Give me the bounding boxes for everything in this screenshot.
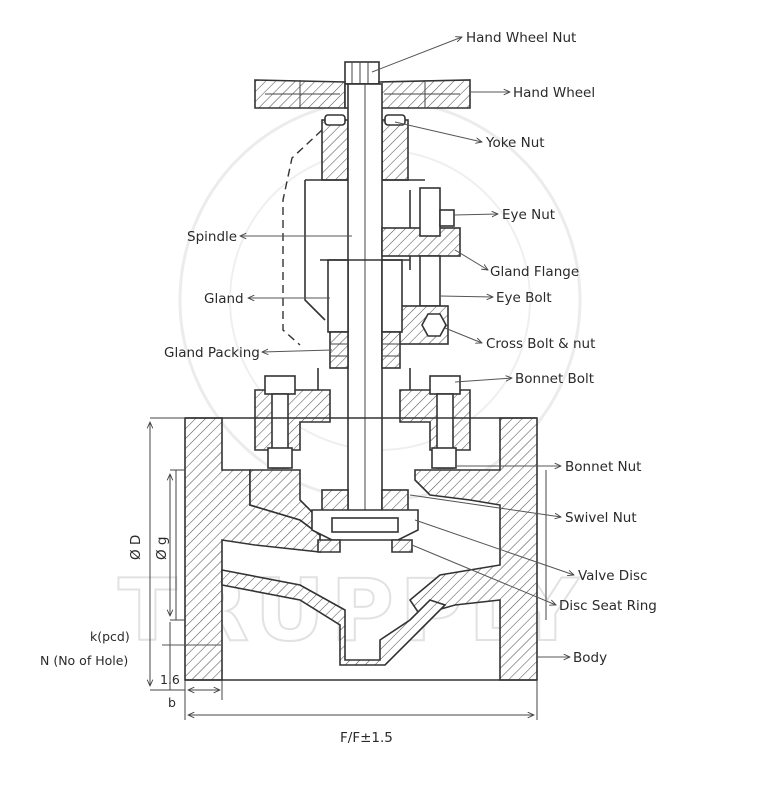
label-valve-disc: Valve Disc — [578, 568, 647, 584]
gland-flange — [381, 187, 461, 257]
label-eye-bolt: Eye Bolt — [496, 290, 552, 306]
dim-og: Ø g — [154, 537, 170, 561]
gland — [320, 259, 410, 333]
dim-n-holes: N (No of Hole) — [40, 653, 128, 668]
leader-lines — [162, 37, 574, 657]
dim-od: Ø D — [128, 535, 144, 560]
disc-seat-ring — [317, 539, 413, 553]
label-body: Body — [573, 650, 607, 666]
label-hand-wheel-nut: Hand Wheel Nut — [466, 30, 576, 46]
label-gland-packing: Gland Packing — [164, 345, 260, 361]
label-eye-nut: Eye Nut — [502, 207, 555, 223]
hand-wheel-nut — [344, 61, 380, 85]
label-swivel-nut: Swivel Nut — [565, 510, 637, 526]
label-disc-seat-ring: Disc Seat Ring — [559, 598, 657, 614]
dimension-lines — [150, 417, 538, 720]
label-bonnet-nut: Bonnet Nut — [565, 459, 641, 475]
label-spindle: Spindle — [187, 229, 237, 245]
eye-bolt — [419, 255, 441, 307]
dim-k-pcd: k(pcd) — [90, 629, 130, 644]
spindle — [347, 83, 383, 515]
gland-packing — [329, 331, 401, 369]
label-gland-flange: Gland Flange — [490, 264, 579, 280]
dim-raised-face: 1.6 — [160, 672, 180, 687]
label-cross-bolt-nut: Cross Bolt & nut — [486, 336, 595, 352]
valve-disc — [311, 509, 419, 541]
valve-body — [175, 417, 547, 681]
dim-face-to-face: F/F±1.5 — [340, 730, 393, 746]
dim-b: b — [168, 695, 176, 710]
label-gland: Gland — [204, 291, 244, 307]
yoke-nut — [321, 114, 409, 181]
bonnet-nut — [267, 447, 457, 469]
label-hand-wheel: Hand Wheel — [513, 85, 595, 101]
label-yoke-nut: Yoke Nut — [485, 135, 545, 151]
label-bonnet-bolt: Bonnet Bolt — [515, 371, 594, 387]
